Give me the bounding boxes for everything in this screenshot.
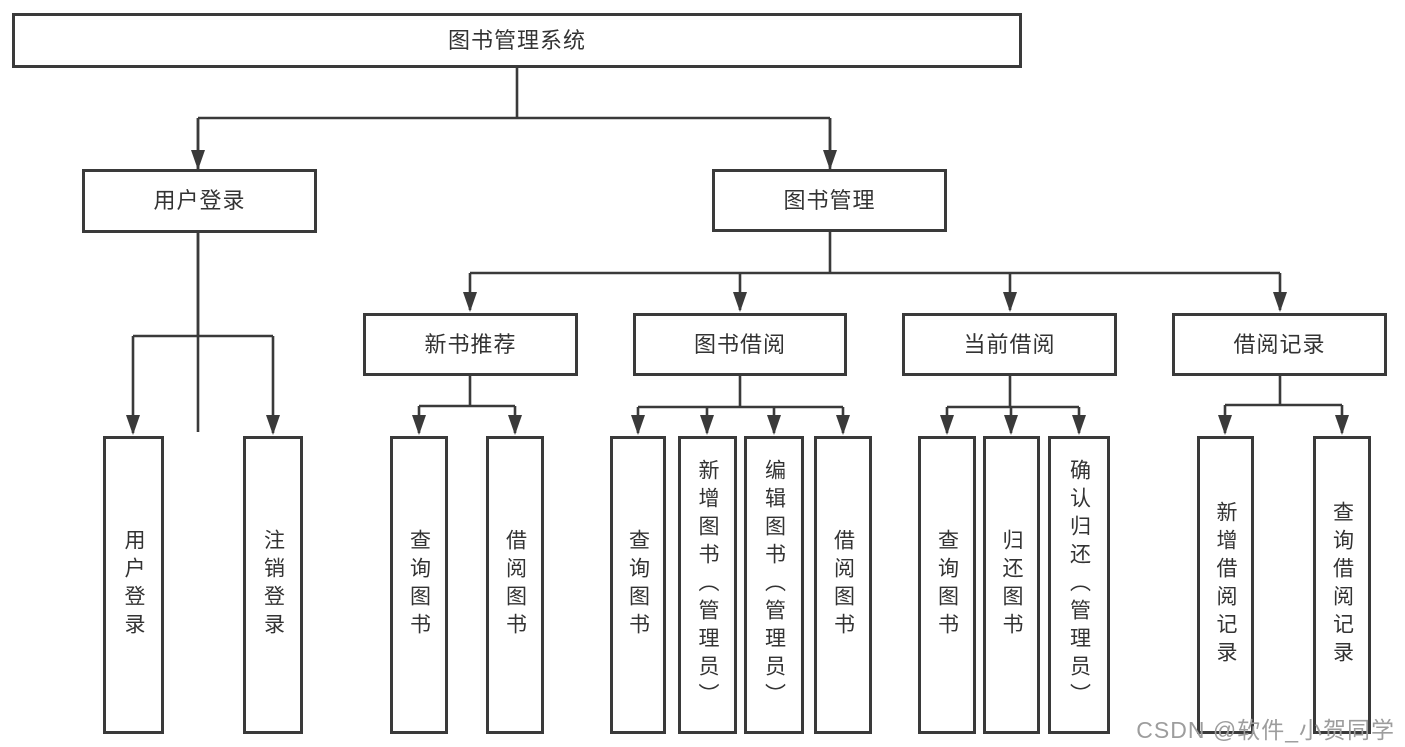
leaf-label: 编辑图书（管理员） bbox=[762, 459, 786, 711]
node-label: 图书管理 bbox=[783, 187, 876, 213]
leaf-label: 查询借阅记录 bbox=[1330, 501, 1354, 669]
node-book-management: 图书管理 bbox=[712, 169, 947, 232]
leaf-label: 查询图书 bbox=[626, 529, 650, 641]
node-label: 图书借阅 bbox=[693, 331, 786, 357]
node-label: 借阅记录 bbox=[1233, 331, 1326, 357]
watermark: CSDN @软件_小贺同学 bbox=[1136, 717, 1395, 743]
leaf-query-borrow-record: 查询借阅记录 bbox=[1313, 436, 1371, 734]
node-new-book-recommend: 新书推荐 bbox=[363, 313, 578, 376]
leaf-borrow-book-2: 借阅图书 bbox=[814, 436, 872, 734]
wire-root-split bbox=[196, 67, 832, 432]
leaf-query-book-1: 查询图书 bbox=[390, 436, 448, 734]
leaf-label: 查询图书 bbox=[935, 529, 959, 641]
leaf-add-borrow-record: 新增借阅记录 bbox=[1197, 436, 1254, 734]
leaf-label: 借阅图书 bbox=[503, 529, 527, 641]
node-label: 当前借阅 bbox=[963, 331, 1056, 357]
node-label: 图书管理系统 bbox=[447, 27, 586, 53]
node-root: 图书管理系统 bbox=[12, 13, 1022, 68]
leaf-label: 新增图书（管理员） bbox=[696, 459, 719, 711]
leaf-label: 新增借阅记录 bbox=[1214, 501, 1237, 669]
leaf-label: 注销登录 bbox=[261, 529, 285, 641]
wire-new-book-split bbox=[417, 375, 517, 433]
node-book-borrow: 图书借阅 bbox=[633, 313, 847, 376]
leaf-return-book: 归还图书 bbox=[983, 436, 1040, 734]
leaf-user-login: 用户登录 bbox=[103, 436, 164, 734]
leaf-label: 查询图书 bbox=[407, 529, 431, 641]
leaf-query-book-3: 查询图书 bbox=[918, 436, 976, 734]
leaf-logout: 注销登录 bbox=[243, 436, 303, 734]
leaf-query-book-2: 查询图书 bbox=[610, 436, 666, 734]
node-current-borrow: 当前借阅 bbox=[902, 313, 1117, 376]
node-label: 用户登录 bbox=[153, 188, 246, 213]
leaf-borrow-book-1: 借阅图书 bbox=[486, 436, 544, 734]
wire-borrow-record-split bbox=[1223, 375, 1344, 433]
leaf-label: 确认归还（管理员） bbox=[1067, 459, 1091, 711]
wire-book-mgmt-split bbox=[468, 231, 1282, 310]
node-borrow-records: 借阅记录 bbox=[1172, 313, 1387, 376]
leaf-confirm-return-admin: 确认归还（管理员） bbox=[1048, 436, 1110, 734]
leaf-label: 用户登录 bbox=[122, 529, 145, 641]
leaf-label: 归还图书 bbox=[1000, 529, 1023, 641]
node-label: 新书推荐 bbox=[424, 331, 517, 357]
leaf-add-book-admin: 新增图书（管理员） bbox=[678, 436, 737, 734]
arrowheads bbox=[126, 150, 1349, 435]
wire-book-borrow-split bbox=[636, 375, 845, 433]
node-user-login: 用户登录 bbox=[82, 169, 317, 233]
wire-user-login-split bbox=[131, 232, 275, 433]
leaf-edit-book-admin: 编辑图书（管理员） bbox=[744, 436, 804, 734]
leaf-label: 借阅图书 bbox=[831, 529, 855, 641]
